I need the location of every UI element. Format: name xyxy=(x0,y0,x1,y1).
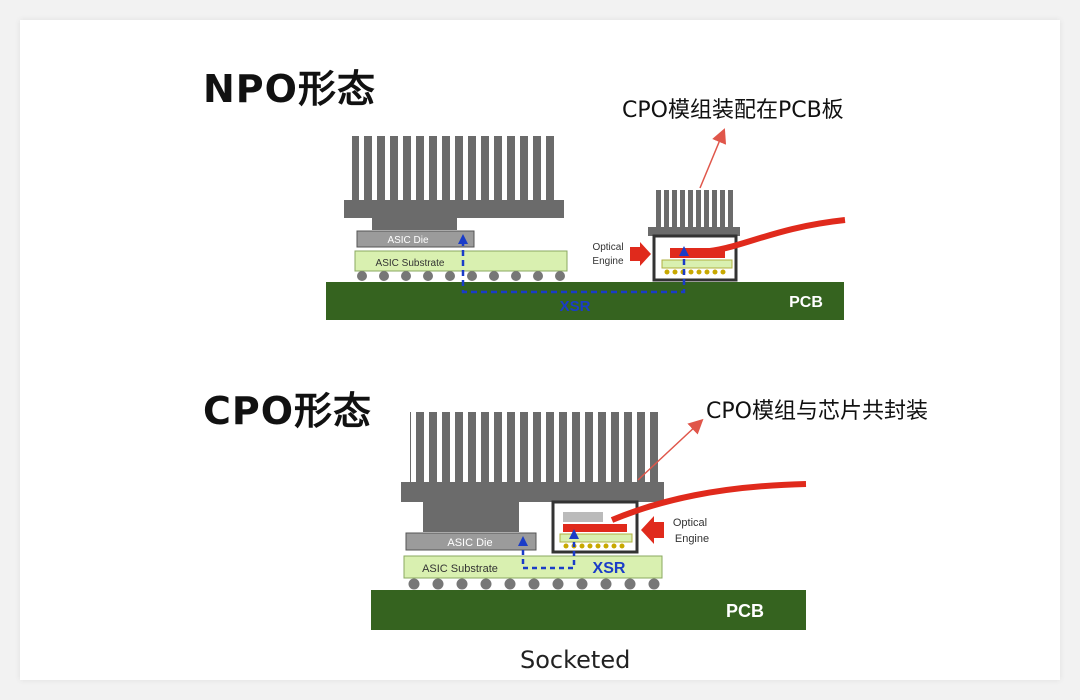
cpo-optical-engine-label-1: Optical xyxy=(673,517,707,529)
socketed-caption: Socketed xyxy=(520,646,631,674)
cpo-pcb-board xyxy=(371,590,806,630)
npo-asic-substrate-label: ASIC Substrate xyxy=(376,258,445,269)
npo-xsr-label: XSR xyxy=(560,298,591,315)
cpo-callout: CPO模组与芯片共封装 xyxy=(706,399,928,424)
npo-optical-engine-label-2: Engine xyxy=(592,256,624,267)
npo-solder-balls xyxy=(357,271,565,281)
npo-pcb-board xyxy=(326,282,844,320)
cpo-xsr-label: XSR xyxy=(593,560,626,577)
npo-asic-heatsink-post xyxy=(372,218,457,230)
cpo-asic-die-label: ASIC Die xyxy=(447,537,492,549)
cpo-xsr-arrow-asic xyxy=(518,536,528,546)
cpo-oe-chip xyxy=(563,524,627,532)
cpo-optical-engine-pointer xyxy=(641,516,664,544)
cpo-oe-bumps xyxy=(563,543,625,549)
cpo-solder-balls xyxy=(408,578,660,590)
npo-oe-bumps xyxy=(664,269,726,275)
npo-xsr-arrow-asic xyxy=(458,234,468,244)
npo-title: NPO形态 xyxy=(203,67,376,111)
npo-callout: CPO模组装配在PCB板 xyxy=(622,98,844,123)
npo-oe-heatsink-fins xyxy=(653,190,735,230)
npo-optical-engine-pointer xyxy=(630,242,651,266)
cpo-heatsink-post xyxy=(423,502,519,532)
npo-oe-substrate xyxy=(661,259,733,269)
npo-asic-heatsink-fins xyxy=(352,136,557,202)
cpo-diagram: PCB ASIC Die ASIC Substrate Optical xyxy=(371,412,807,630)
npo-asic-heatsink-base xyxy=(344,200,564,218)
npo-oe-heatsink-base xyxy=(648,227,740,236)
npo-pcb-label: PCB xyxy=(789,294,823,311)
npo-fiber xyxy=(699,217,846,255)
cpo-callout-arrow xyxy=(637,418,704,481)
cpo-asic-die xyxy=(405,532,537,551)
cpo-title: CPO形态 xyxy=(203,389,373,433)
cpo-oe-substrate xyxy=(559,533,633,543)
npo-asic-die xyxy=(356,230,475,248)
cpo-heatsink-fins xyxy=(410,412,660,484)
cpo-fiber xyxy=(610,481,807,523)
cpo-asic-substrate-label: ASIC Substrate xyxy=(422,563,498,575)
npo-oe-chip xyxy=(670,248,725,258)
npo-optical-engine-label-1: Optical xyxy=(592,242,623,253)
npo-callout-arrow xyxy=(699,128,727,189)
cpo-optical-engine-label-2: Engine xyxy=(675,533,709,545)
npo-asic-die-label: ASIC Die xyxy=(387,235,429,246)
npo-asic-substrate xyxy=(354,250,568,272)
cpo-heatsink-base xyxy=(401,482,664,502)
npo-xsr-path xyxy=(461,240,686,294)
cpo-pcb-label: PCB xyxy=(726,601,764,621)
cpo-oe-block xyxy=(563,512,603,522)
cpo-xsr-arrow-oe xyxy=(569,529,579,539)
npo-diagram: PCB ASIC Die ASIC Substrate Op xyxy=(326,128,846,320)
cpo-xsr-path xyxy=(521,534,576,570)
npo-xsr-arrow-oe xyxy=(679,246,689,256)
